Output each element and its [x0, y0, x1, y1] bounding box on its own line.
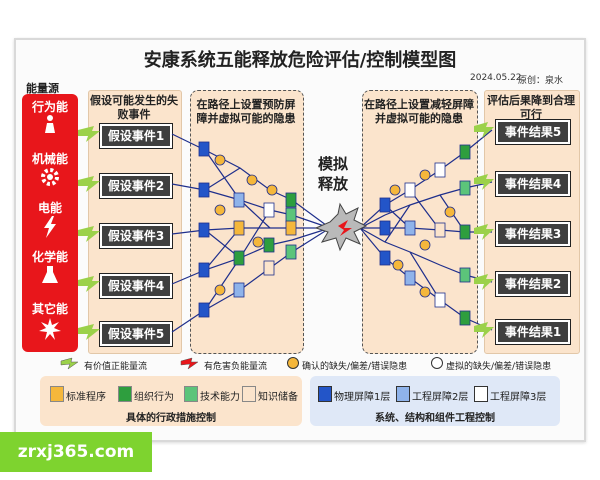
hypothetical-event-2: 假设事件2 — [99, 173, 173, 199]
confirmed-defect-icon — [287, 357, 299, 369]
author-label: 原创：泉水 — [518, 76, 564, 86]
site-watermark: zrxj365.com — [0, 432, 152, 472]
control-label: 标准程序 — [66, 392, 106, 403]
administrative-controls-box — [40, 376, 302, 426]
event-result-5: 事件结果5 — [495, 119, 571, 145]
control-label: 技术能力 — [200, 392, 240, 403]
person-icon — [22, 114, 78, 139]
energy-source-label: 电能 — [37, 201, 62, 215]
energy-source-heading: 能量源 — [26, 82, 59, 95]
result-flow-arrows — [474, 122, 494, 338]
event-result-4: 事件结果4 — [495, 171, 571, 197]
control-label: 组织行为 — [134, 392, 174, 403]
swatch-standard-procedure — [50, 386, 64, 402]
administrative-controls-caption: 具体的行政措施控制 — [126, 413, 216, 424]
swatch-physical-barrier — [318, 386, 332, 402]
hypothetical-event-5: 假设事件5 — [99, 321, 173, 347]
date-label: 2024.05.22 — [470, 73, 522, 83]
event-result-2: 事件结果2 — [495, 271, 571, 297]
hypothetical-event-1: 假设事件1 — [99, 123, 173, 149]
control-label: 工程屏障2层 — [412, 392, 469, 403]
hypothetical-events-header: 假设可能发生的失败事件 — [90, 94, 178, 121]
hypothetical-event-4: 假设事件4 — [99, 273, 173, 299]
hypothetical-event-3: 假设事件3 — [99, 223, 173, 249]
diagram-title: 安康系统五能释放危险评估/控制模型图 — [143, 50, 457, 71]
virtual-defect-icon — [431, 357, 443, 369]
burst-icon — [22, 318, 78, 345]
energy-source-label: 行为能 — [31, 100, 68, 114]
prevention-barrier-header: 在路径上设置预防屏障并虚拟可能的隐患 — [196, 98, 296, 125]
legend-label: 有价值正能量流 — [84, 362, 148, 372]
swatch-organizational-behavior — [118, 386, 132, 402]
event-result-3: 事件结果3 — [495, 221, 571, 247]
flask-icon — [22, 265, 78, 290]
legend-label: 确认的缺失/偏差/错误隐患 — [302, 362, 408, 372]
control-label: 知识储备 — [258, 392, 298, 403]
event-result-1: 事件结果1 — [495, 319, 571, 345]
gear-icon — [22, 166, 78, 193]
engineering-controls-caption: 系统、结构和组件工程控制 — [375, 413, 495, 424]
swatch-engineering-barrier-2 — [396, 386, 410, 402]
mitigation-barriers — [379, 144, 471, 326]
energy-source-label: 其它能 — [31, 302, 68, 316]
legend-label: 虚拟的缺失/偏差/错误隐患 — [446, 362, 552, 372]
lightning-icon — [22, 216, 78, 243]
control-label: 物理屏障1层 — [334, 392, 391, 403]
control-label: 工程屏障3层 — [490, 392, 547, 403]
simulated-release-label: 模拟释放 — [318, 155, 349, 193]
valuable-energy-flow-icon — [60, 357, 79, 370]
swatch-technical-ability — [184, 386, 198, 402]
event-results-header: 评估后果降到合理可行 — [487, 94, 575, 121]
swatch-engineering-barrier-3 — [474, 386, 488, 402]
prevention-barriers — [198, 141, 297, 318]
engineering-controls-box — [310, 376, 560, 426]
energy-source-label: 机械能 — [31, 152, 68, 166]
swatch-knowledge-reserve — [242, 386, 256, 402]
mitigation-barrier-header: 在路径上设置减轻屏障并虚拟可能的隐患 — [364, 98, 474, 125]
energy-flow-arrows — [78, 126, 100, 340]
energy-source-label: 化学能 — [31, 250, 68, 264]
hazard-markers — [214, 154, 456, 298]
legend-label: 有危害负能量流 — [204, 362, 268, 372]
release-burst-icon — [314, 202, 368, 252]
harmful-energy-flow-icon — [180, 357, 199, 370]
